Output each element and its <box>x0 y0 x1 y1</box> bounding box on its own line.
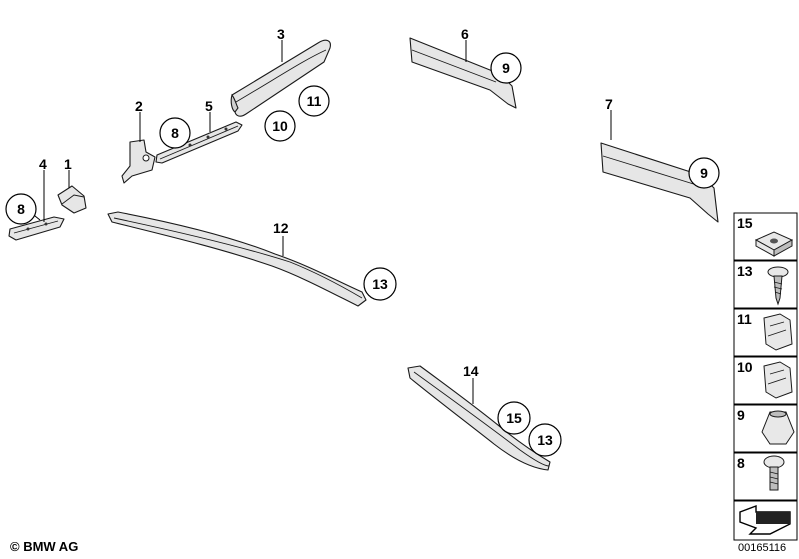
circled-callout-11: 11 <box>298 85 330 117</box>
leader-lines <box>29 40 612 404</box>
legend-item-13: 13 <box>733 260 798 309</box>
svg-text:8: 8 <box>171 125 179 141</box>
arrow-icon <box>739 504 791 535</box>
callout-5: 5 <box>205 98 213 114</box>
circled-callout-13-middle: 13 <box>363 267 397 301</box>
callout-1: 1 <box>64 156 72 172</box>
svg-text:15: 15 <box>737 215 753 231</box>
legend-item-11: 11 <box>733 308 798 357</box>
circled-callout-10: 10 <box>264 110 296 142</box>
callout-12: 12 <box>273 220 289 236</box>
clip-nut-icon <box>754 231 794 257</box>
svg-text:11: 11 <box>307 93 322 109</box>
legend-item-15: 15 <box>733 212 798 261</box>
svg-text:10: 10 <box>737 359 753 375</box>
legend-arrow-box <box>733 500 798 541</box>
circled-callout-15: 15 <box>497 401 531 435</box>
callout-7: 7 <box>605 96 613 112</box>
svg-text:8: 8 <box>737 455 745 471</box>
circled-callout-13-lower: 13 <box>528 423 562 457</box>
svg-text:9: 9 <box>700 165 708 181</box>
part-14-trim-panel <box>407 365 551 471</box>
diagram-id: 00165116 <box>738 542 787 554</box>
legend-item-9: 9 <box>733 404 798 453</box>
copyright-notice: © BMW AG <box>10 539 79 554</box>
expanding-nut-icon <box>761 410 795 445</box>
svg-text:8: 8 <box>17 201 25 217</box>
svg-text:13: 13 <box>372 276 388 292</box>
part-2-bracket <box>121 139 156 184</box>
callout-14: 14 <box>463 363 479 379</box>
part-5-trim-strip <box>155 121 243 164</box>
svg-text:15: 15 <box>506 410 522 426</box>
circled-callout-8-lower: 8 <box>5 193 37 225</box>
svg-text:9: 9 <box>502 60 510 76</box>
callout-6: 6 <box>461 26 469 42</box>
svg-text:13: 13 <box>537 432 553 448</box>
retaining-clip-icon <box>763 361 793 399</box>
part-3-trim-panel <box>230 39 331 117</box>
circled-callout-9-right: 9 <box>688 157 720 189</box>
self-tapping-screw-icon <box>767 266 789 306</box>
callout-2: 2 <box>135 98 143 114</box>
retaining-clip-icon <box>763 313 793 351</box>
svg-text:10: 10 <box>272 118 288 134</box>
part-1-cover-cap <box>57 185 87 214</box>
legend-item-10: 10 <box>733 356 798 405</box>
circled-callout-9-top: 9 <box>490 52 522 84</box>
callout-4: 4 <box>39 156 47 172</box>
part-4-trim-strip <box>8 216 65 241</box>
svg-text:11: 11 <box>737 311 752 327</box>
screw-icon <box>763 455 785 491</box>
svg-text:13: 13 <box>737 263 753 279</box>
circled-callout-8-upper: 8 <box>159 117 191 149</box>
part-12-trim-panel <box>107 211 367 307</box>
svg-text:9: 9 <box>737 407 745 423</box>
callout-3: 3 <box>277 26 285 42</box>
legend-item-8: 8 <box>733 452 798 501</box>
